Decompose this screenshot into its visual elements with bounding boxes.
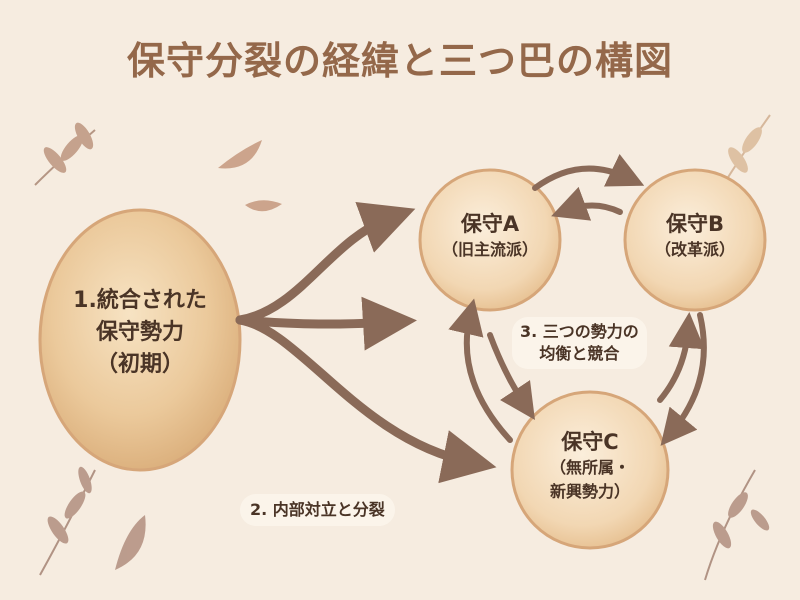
node-c-shape [510, 390, 670, 550]
node-initial-line3: （初期） [95, 352, 184, 377]
node-a-sub: （旧主流派） [441, 240, 538, 259]
arrow-to-middle [235, 296, 417, 351]
node-initial-line1: 1.統合された [73, 288, 207, 313]
node-b-name: 保守B [665, 212, 724, 236]
node-b-sub: （改革派） [654, 240, 735, 259]
node-initial-shape [38, 208, 242, 472]
leaf-decoration-top-center [218, 140, 282, 212]
node-c-sub2: 新興勢力） [549, 482, 630, 501]
balance-label-line2: 均衡と競合 [539, 344, 620, 363]
node-initial-label: 1.統合された 保守勢力 （初期） [50, 285, 230, 381]
arrow-to-a [235, 201, 416, 325]
cycle-arrows [448, 153, 707, 446]
node-a-name: 保守A [460, 212, 520, 236]
node-c-label: 保守C （無所属・ 新興勢力） [520, 428, 660, 504]
split-label: 2. 内部対立と分裂 [240, 494, 395, 526]
split-arrows [235, 201, 497, 484]
node-a-label: 保守A （旧主流派） [425, 210, 555, 262]
node-a-shape [418, 168, 562, 312]
node-initial-line2: 保守勢力 [95, 320, 184, 345]
arrow-to-c [235, 315, 497, 484]
arrow-a-c-inner [487, 332, 535, 420]
node-b-label: 保守B （改革派） [630, 210, 760, 262]
leaf-decoration-bottom-right [704, 469, 770, 581]
balance-label: 3. 三つの勢力の 均衡と競合 [512, 317, 647, 369]
arrow-c-b-inner [657, 312, 705, 403]
arrow-a-to-b [532, 153, 645, 191]
leaf-decoration-top-left [34, 122, 96, 186]
arrow-c-to-a [448, 298, 513, 443]
node-c-sub1: （無所属・ [549, 458, 630, 477]
arrow-b-to-a [551, 186, 623, 221]
page-title: 保守分裂の経緯と三つ巴の構図 [126, 39, 673, 83]
leaf-decoration-bottom-left [39, 466, 146, 576]
node-c-name: 保守C [561, 430, 619, 454]
node-b-shape [623, 168, 767, 312]
balance-label-line1: 3. 三つの勢力の [520, 322, 639, 341]
